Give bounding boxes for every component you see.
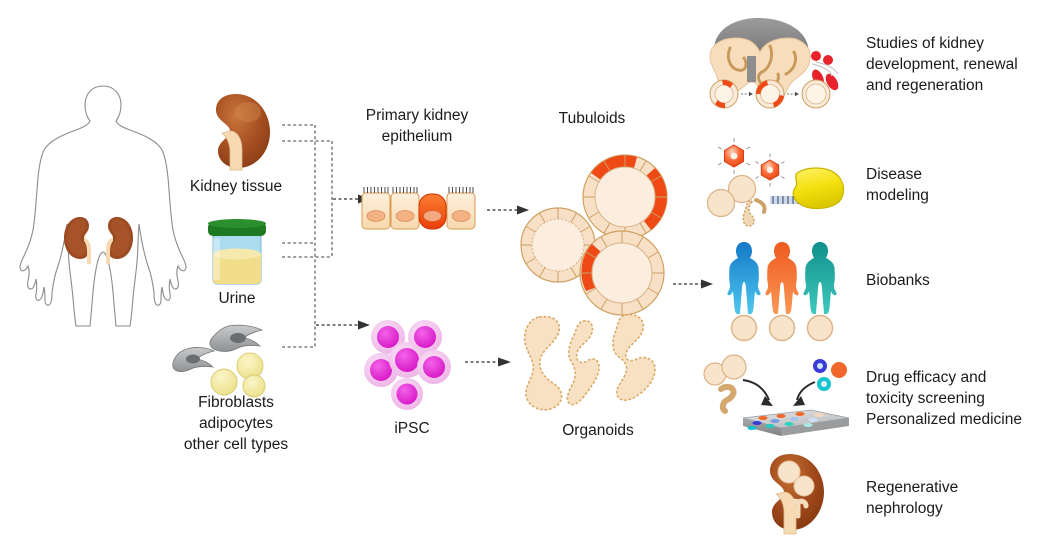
urine-label: Urine bbox=[218, 290, 256, 307]
arrow-epithelium-to-tubuloids bbox=[487, 203, 531, 217]
organoids-label: Organoids bbox=[562, 422, 634, 439]
source-bracket-connectors bbox=[280, 115, 390, 405]
regenerative-kidney-icon bbox=[746, 450, 834, 536]
kidney-tissue-label: Kidney tissue bbox=[189, 178, 283, 195]
kidney-tissue-icon bbox=[190, 88, 282, 174]
embryonic-kidney-icon bbox=[700, 12, 850, 124]
tubuloids-label: Tubuloids bbox=[558, 110, 626, 127]
ipsc-label: iPSC bbox=[394, 420, 430, 437]
fibroblast-adipocyte-icon bbox=[172, 320, 292, 398]
human-body-figure bbox=[18, 78, 188, 328]
fibroblasts-label: Fibroblasts adipocytes other cell types bbox=[183, 394, 289, 453]
drug-label: Drug efficacy and toxicity screening Per… bbox=[866, 369, 1022, 428]
screening-plate-icon bbox=[703, 354, 853, 448]
regenerative-label: Regenerative nephrology bbox=[866, 479, 959, 517]
arrow-models-to-applications bbox=[673, 277, 715, 291]
epithelial-cells-icon bbox=[358, 183, 480, 235]
ipsc-cluster-icon bbox=[364, 315, 457, 410]
urine-cup-icon bbox=[204, 218, 270, 290]
arrow-ipsc-to-organoids bbox=[465, 355, 513, 369]
biobank-people-icon bbox=[722, 240, 842, 342]
development-label: Studies of kidney development, renewal a… bbox=[866, 35, 1018, 94]
primary-epithelium-label: Primary kidney epithelium bbox=[365, 107, 469, 145]
biobanks-label: Biobanks bbox=[866, 272, 930, 289]
disease-modeling-icon bbox=[704, 138, 854, 230]
disease-label: Disease modeling bbox=[866, 166, 929, 204]
tubuloid-rings-icon bbox=[515, 145, 670, 316]
organoid-tubules-icon bbox=[517, 307, 667, 417]
